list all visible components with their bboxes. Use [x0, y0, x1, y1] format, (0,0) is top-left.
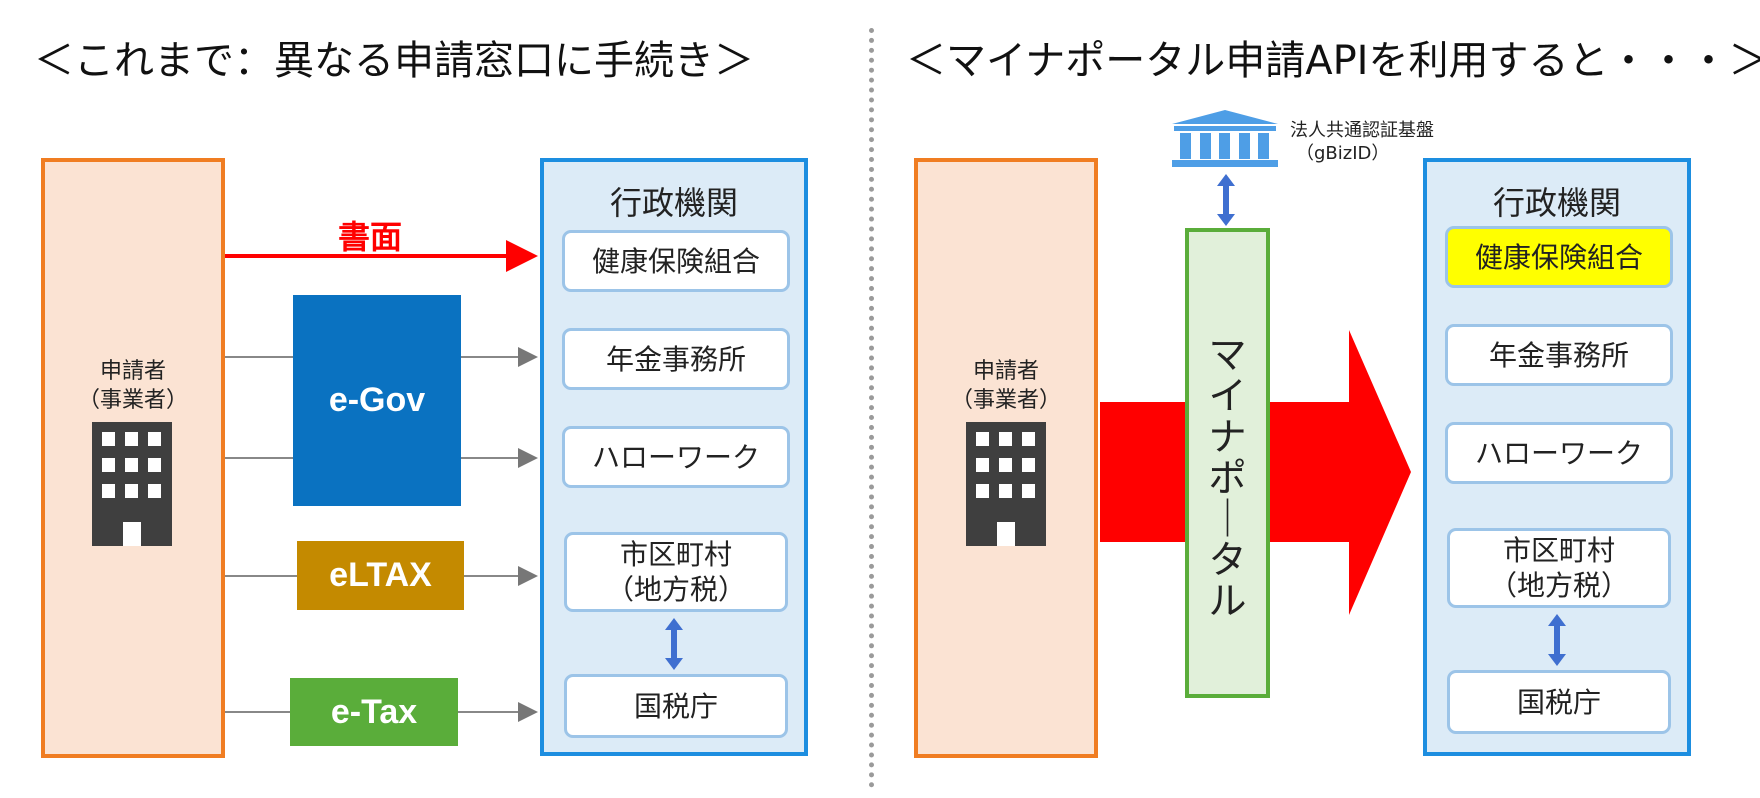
double-arrow-icon: [665, 618, 683, 670]
double-arrow-icon: [1217, 174, 1235, 226]
left-title: ＜これまで：異なる申請窓口に手続き＞: [34, 38, 754, 84]
mynaportal-box: マイナポ｜タル: [1185, 228, 1270, 698]
right-agency-box: 行政機関 健康保険組合 年金事務所 ハローワーク 市区町村 （地方税） 国税庁: [1423, 158, 1691, 756]
agency-title: 行政機関: [609, 184, 738, 222]
office-national-tax: 国税庁: [564, 674, 788, 738]
mynaportal-char: タ: [1208, 538, 1247, 582]
office-municipal: 市区町村 （地方税）: [1447, 528, 1671, 608]
section-divider: [869, 28, 874, 788]
mynaportal-char: イ: [1208, 374, 1247, 418]
mynaportal-char: マ: [1208, 333, 1247, 377]
egov-box: e-Gov: [293, 295, 461, 506]
applicant-label: 申請者 （事業者）: [77, 359, 188, 413]
office-health-insurance: 健康保険組合: [1445, 226, 1673, 288]
office-pension: 年金事務所: [1445, 324, 1673, 386]
right-applicant-box: 申請者 （事業者）: [914, 158, 1098, 758]
office-pension: 年金事務所: [562, 328, 790, 390]
government-building-icon: [1172, 110, 1278, 167]
applicant-label: 申請者 （事業者）: [950, 359, 1061, 413]
building-icon: [92, 422, 172, 546]
office-national-tax: 国税庁: [1447, 670, 1671, 734]
building-icon: [966, 422, 1046, 546]
office-hello-work: ハローワーク: [562, 426, 790, 488]
office-health-insurance: 健康保険組合: [562, 230, 790, 292]
mynaportal-char: ナ: [1208, 415, 1247, 459]
mynaportal-char: ｜: [1208, 497, 1247, 541]
etax-box: e-Tax: [290, 678, 458, 746]
right-title: ＜マイナポータル申請APIを利用すると・・・＞: [906, 38, 1760, 84]
mynaportal-char: ポ: [1208, 456, 1247, 500]
office-municipal: 市区町村 （地方税）: [564, 532, 788, 612]
mynaportal-label: マイナポ｜タル: [1189, 336, 1266, 623]
double-arrow-icon: [1548, 614, 1566, 666]
left-agency-box: 行政機関 健康保険組合 年金事務所 ハローワーク 市区町村 （地方税） 国税庁: [540, 158, 808, 756]
agency-title: 行政機関: [1492, 184, 1621, 222]
eltax-box: eLTAX: [297, 541, 464, 610]
office-hello-work: ハローワーク: [1445, 422, 1673, 484]
left-applicant-box: 申請者 （事業者）: [41, 158, 225, 758]
gbizid-label: 法人共通認証基盤 （gBizID）: [1290, 120, 1434, 164]
left-connectors: [225, 240, 538, 722]
paper-label: 書面: [338, 218, 403, 256]
mynaportal-char: ル: [1208, 579, 1247, 623]
